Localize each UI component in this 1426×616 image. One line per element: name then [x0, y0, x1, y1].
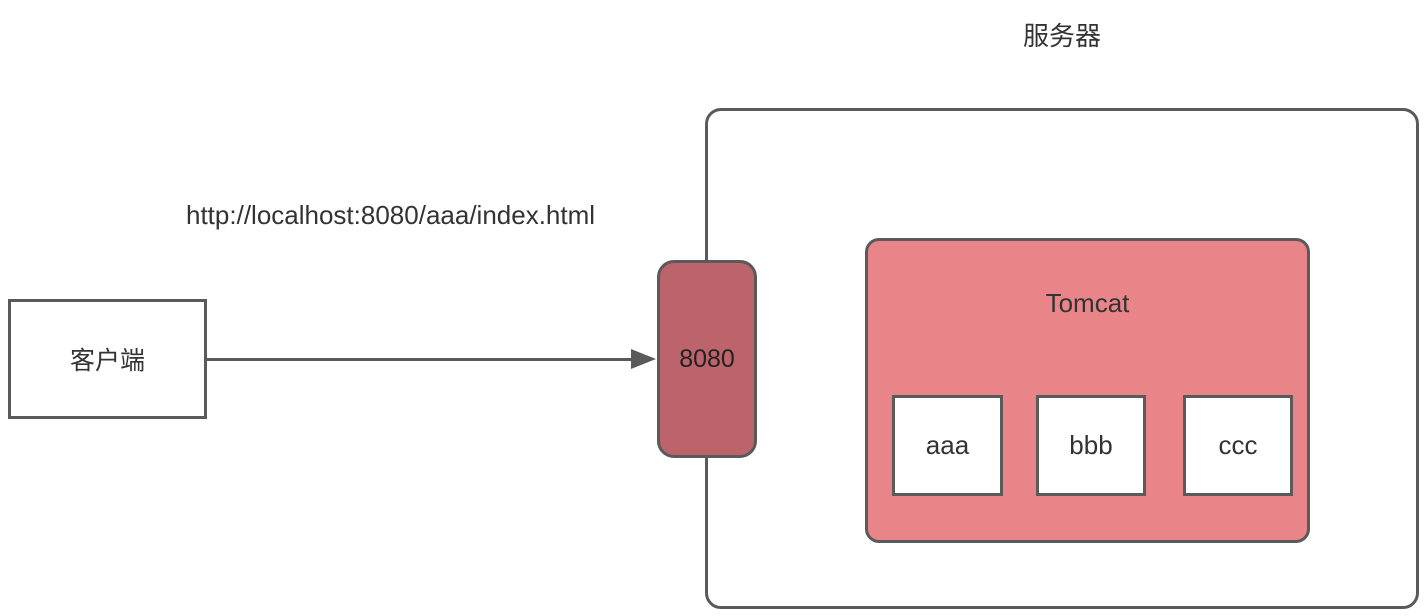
request-arrow-line: [207, 358, 633, 361]
tomcat-label: Tomcat: [1045, 288, 1130, 318]
webapp-label: ccc: [1218, 430, 1258, 460]
webapp-box-ccc: ccc: [1183, 395, 1293, 496]
webapp-box-bbb: bbb: [1036, 395, 1146, 496]
port-box: 8080: [657, 260, 757, 458]
client-box: 客户端: [8, 299, 207, 419]
webapp-box-aaa: aaa: [892, 395, 1003, 496]
request-url-label: http://localhost:8080/aaa/index.html: [186, 200, 596, 230]
webapp-label: bbb: [1069, 430, 1113, 460]
port-label: 8080: [679, 344, 735, 373]
client-label: 客户端: [69, 347, 145, 375]
request-arrow-head-icon: [631, 349, 656, 369]
tomcat-box: Tomcat aaa bbb ccc: [865, 238, 1310, 543]
server-title: 服务器: [1022, 21, 1101, 51]
webapp-label: aaa: [925, 430, 970, 460]
